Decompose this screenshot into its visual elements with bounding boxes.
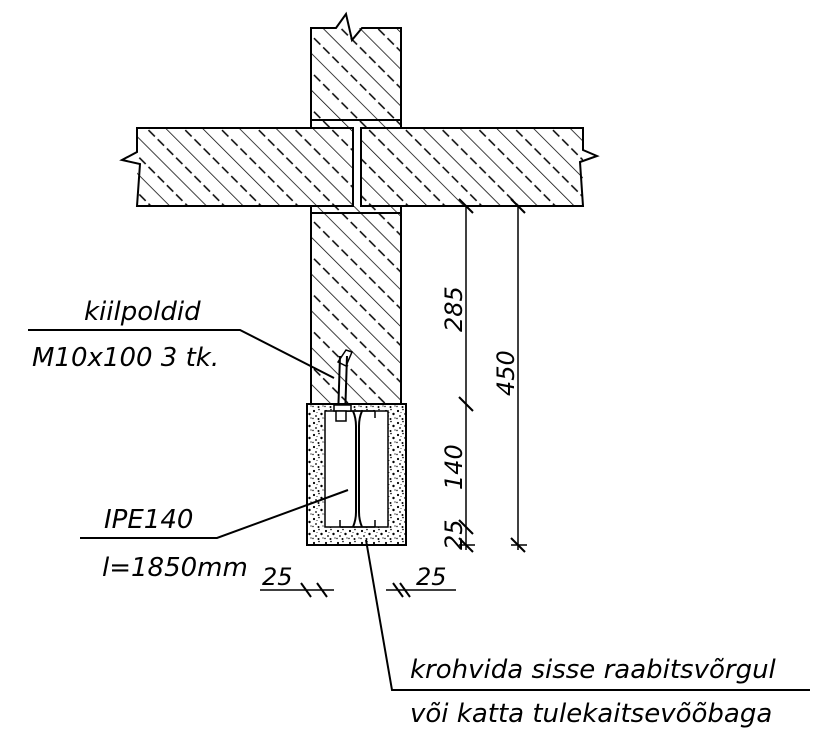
beam-label-1: IPE140 [104,505,193,535]
dimension-285: 285 [440,286,468,332]
anchor-bolt [333,349,354,422]
upper-wall [310,11,402,128]
dimension-25: 25 [440,519,468,550]
dimension-140: 140 [440,444,468,490]
cover-dimensions [260,582,456,598]
note-line-2: või katta tulekaitsevõõbaga [410,699,772,729]
note-line-1: krohvida sisse raabitsvõrgul [410,655,777,685]
slab-left [119,127,354,207]
slab-right [360,127,600,207]
lower-wall [310,206,402,404]
cover-label-left: 25 [262,563,293,591]
beam-label-2: l=1850mm [102,553,248,583]
cover-label-right: 25 [416,563,447,591]
leader-lines [28,329,810,691]
dimension-450: 450 [492,350,520,396]
dimension-lines [458,198,527,553]
anchor-label-1: kiilpoldid [84,297,201,327]
anchor-label-2: M10x100 3 tk. [32,343,219,373]
